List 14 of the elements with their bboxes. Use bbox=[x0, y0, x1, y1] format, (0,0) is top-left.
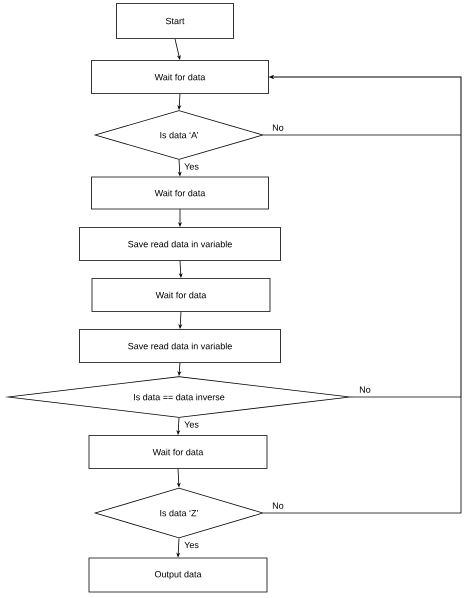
edge-label: Yes bbox=[183, 540, 200, 550]
process-box: Wait for data bbox=[92, 278, 270, 312]
process-box: Start bbox=[116, 3, 234, 39]
edge-label: Yes bbox=[183, 162, 200, 171]
edge-label: No bbox=[271, 124, 285, 132]
edge-label: No bbox=[358, 386, 372, 394]
edge-label: Yes bbox=[183, 420, 200, 429]
process-box: Save read data in variable bbox=[79, 227, 281, 261]
process-box: Output data bbox=[88, 558, 268, 592]
process-box: Wait for data bbox=[91, 176, 269, 210]
process-box: Save read data in variable bbox=[79, 329, 281, 363]
edge-label: No bbox=[271, 502, 285, 510]
process-box: Wait for data bbox=[91, 60, 269, 94]
process-box: Wait for data bbox=[88, 435, 268, 469]
